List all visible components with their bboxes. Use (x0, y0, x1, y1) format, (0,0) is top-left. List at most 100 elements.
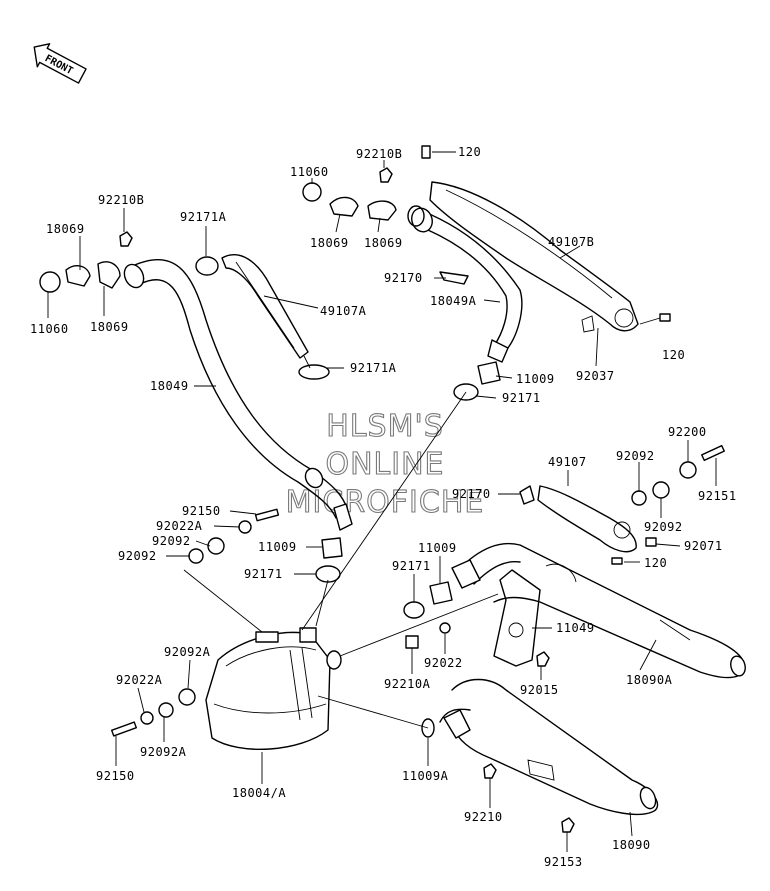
label-92092A-bot: 92092A (140, 745, 187, 759)
label-92153: 92153 (544, 855, 583, 869)
clamp-92171-right (403, 601, 425, 619)
label-92022A-top: 92022A (156, 519, 203, 533)
assembly-line-e (315, 579, 329, 627)
gasket-11060-left (39, 271, 61, 293)
label-92171A-top: 92171A (180, 210, 227, 224)
holder-18069-d (97, 261, 121, 289)
heat-guard-49107B (429, 181, 639, 333)
right-muffler (451, 542, 746, 679)
front-arrow-icon: FRONT (33, 43, 87, 84)
damper-92092-right1 (631, 490, 647, 506)
label-92170-mid: 92170 (452, 487, 491, 501)
damper-92092-right2 (652, 481, 670, 499)
label-11060-left: 11060 (30, 322, 69, 336)
nut-92015 (536, 651, 550, 667)
label-92210: 92210 (464, 810, 503, 824)
label-18069-a: 18069 (310, 236, 349, 250)
label-92022: 92022 (424, 656, 463, 670)
washer-92022A-bottom (140, 711, 154, 725)
gasket-11060-top (302, 182, 322, 202)
assembly-line-d (317, 695, 429, 729)
damper-92092A-top (178, 688, 196, 706)
clamp-92170-mid (519, 485, 535, 505)
label-49107B: 49107B (548, 235, 594, 249)
damper-92092-left2 (188, 548, 204, 564)
label-18004A: 18004/A (232, 786, 286, 800)
part-labels: 11060 92210B 120 18069 18069 92210B 1806… (30, 145, 737, 869)
gasket-18049A-end (407, 205, 425, 227)
label-92150-top: 92150 (182, 504, 221, 518)
label-92092-l2: 92092 (118, 549, 157, 563)
label-18090: 18090 (612, 838, 651, 852)
label-92071: 92071 (684, 539, 723, 553)
connector-11009-top (477, 361, 501, 385)
clamp-92170-top (439, 271, 469, 285)
heat-guard-49107A (221, 254, 311, 369)
label-18069-d: 18069 (90, 320, 129, 334)
nut-92153 (561, 817, 575, 833)
clamp-92171A-bottom (298, 364, 330, 380)
label-92200: 92200 (668, 425, 707, 439)
label-18069-c: 18069 (46, 222, 85, 236)
label-92171A-bot: 92171A (350, 361, 397, 375)
clamp-92171A-top (195, 256, 219, 276)
label-92151: 92151 (698, 489, 737, 503)
label-92022A-bot: 92022A (116, 673, 163, 687)
connector-11009-mid (321, 537, 343, 559)
label-11060-top: 11060 (290, 165, 329, 179)
assembly-line-a (301, 391, 467, 631)
damper-92092-left1 (207, 537, 225, 555)
holder-18069-c (65, 265, 91, 287)
label-92171-mid: 92171 (244, 567, 283, 581)
bolt-92150-bottom (110, 721, 138, 737)
holder-18069-b (367, 200, 397, 221)
bolt-120-bottom (611, 557, 623, 565)
label-92015: 92015 (520, 683, 559, 697)
front-exhaust-pipe (123, 258, 353, 531)
label-49107: 49107 (548, 455, 587, 469)
label-92092-l1: 92092 (152, 534, 191, 548)
label-92037: 92037 (576, 369, 615, 383)
watermark-line-1: HLSM'S (326, 409, 444, 444)
label-11009-top: 11009 (516, 372, 555, 386)
left-muffler (439, 678, 659, 816)
label-18049A: 18049A (430, 294, 477, 308)
watermark-line-3: MICROFICHE (286, 485, 485, 520)
gasket-11009A (421, 718, 435, 738)
label-120-top: 120 (458, 145, 481, 159)
bracket-11049 (493, 569, 541, 667)
label-92210B-left: 92210B (98, 193, 144, 207)
assembly-line-c (183, 569, 263, 633)
leader-lines (47, 151, 717, 852)
nut-92210B-left (119, 231, 133, 247)
watermark-line-2: ONLINE (325, 447, 444, 482)
label-92210A: 92210A (384, 677, 431, 691)
bolt-92150-top (254, 508, 280, 522)
label-18090A: 18090A (626, 673, 673, 687)
connector-11009-right (429, 581, 453, 605)
label-11009-mid: 11009 (258, 540, 297, 554)
label-92092A-top: 92092A (164, 645, 211, 659)
nut-92210 (483, 763, 497, 779)
bolt-120-top (421, 145, 431, 159)
label-18049: 18049 (150, 379, 189, 393)
washer-92022 (439, 622, 451, 634)
label-92150-bot: 92150 (96, 769, 135, 783)
label-92171-right: 92171 (392, 559, 431, 573)
nut-92210B-top (379, 167, 393, 183)
nut-92210A (405, 635, 419, 649)
heat-guard-49107 (537, 485, 637, 553)
pad-92071 (645, 537, 657, 547)
label-11009-right: 11009 (418, 541, 457, 555)
holder-18069-a (329, 196, 359, 217)
bolt-120-mid (659, 313, 671, 322)
label-92092-r1: 92092 (616, 449, 655, 463)
assembly-line-b (339, 593, 499, 657)
washer-92022A-top (238, 520, 252, 534)
label-11049: 11049 (556, 621, 595, 635)
clamp-92171-top (453, 383, 479, 401)
muffler-box (205, 627, 342, 751)
label-120-bot: 120 (644, 556, 667, 570)
label-18069-b: 18069 (364, 236, 403, 250)
